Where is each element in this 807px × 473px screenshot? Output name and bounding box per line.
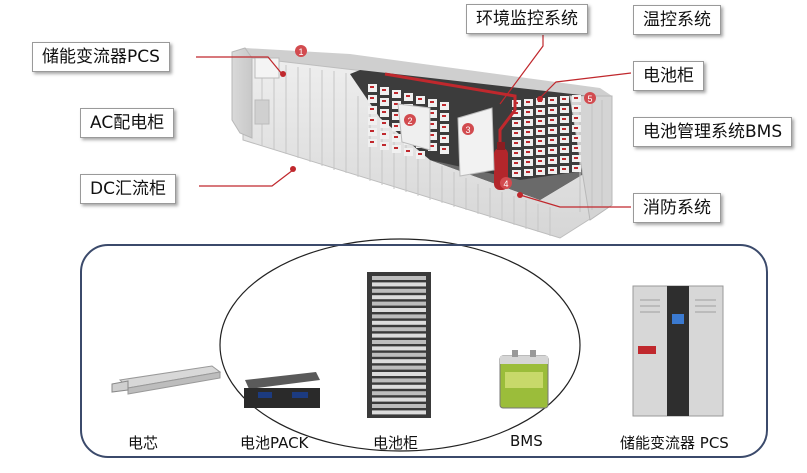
cell-illustration: [111, 365, 222, 395]
marker-2: [404, 114, 416, 126]
callout-ac-cabinet: AC配电柜: [80, 108, 175, 138]
marker-1-label: 1: [298, 47, 303, 57]
bms-illustration: [499, 350, 549, 409]
rack-illustration: [367, 272, 431, 418]
marker-5: [584, 92, 596, 104]
leader-dots: [280, 71, 543, 198]
pcs-cabinet-interior: [397, 103, 431, 151]
callout-temp-control: 温控系统: [633, 5, 721, 35]
caption-bms: BMS: [510, 432, 543, 450]
callout-pcs: 储能变流器PCS: [32, 42, 170, 72]
callout-battery-cabinet: 电池柜: [633, 61, 704, 91]
marker-1: [295, 45, 307, 57]
marker-4: [500, 177, 512, 189]
pcs-illustration: [632, 285, 724, 417]
callout-env-monitor: 环境监控系统: [466, 4, 588, 34]
marker-5-label: 5: [587, 94, 592, 104]
marker-3: [462, 123, 474, 135]
components-frame: [80, 244, 768, 458]
grouping-ellipse: [219, 238, 581, 452]
leader-lines: [196, 35, 632, 208]
caption-pcs: 储能变流器 PCS: [620, 434, 729, 452]
marker-group: 1 2 3 4 5: [295, 45, 596, 189]
caption-pack: 电池PACK: [240, 434, 309, 452]
callout-fire: 消防系统: [633, 193, 721, 223]
callout-dc-cabinet: DC汇流柜: [80, 174, 176, 204]
pack-illustration: [244, 372, 320, 408]
battery-racks: [368, 84, 581, 177]
marker-3-label: 3: [465, 125, 470, 135]
marker-2-label: 2: [407, 116, 412, 126]
callout-bms: 电池管理系统BMS: [633, 117, 793, 147]
caption-rack: 电池柜: [373, 434, 419, 452]
monitor-cabinet: [457, 107, 495, 177]
marker-4-label: 4: [503, 179, 508, 189]
caption-cell: 电芯: [128, 434, 159, 452]
